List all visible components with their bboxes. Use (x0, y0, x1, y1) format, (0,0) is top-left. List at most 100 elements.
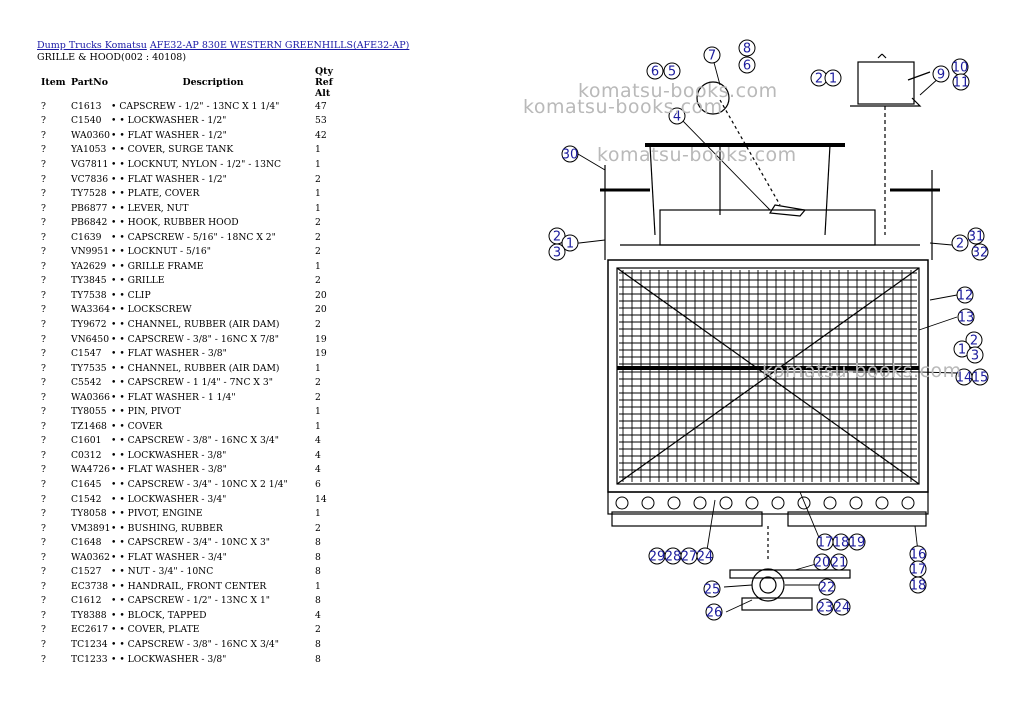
svg-text:12: 12 (957, 289, 974, 304)
item-cell: ? (41, 188, 46, 200)
partno-cell: WA0362 (71, 551, 111, 563)
watermark: komatsu-books.com (597, 144, 797, 166)
description-cell: • • CLIP (111, 289, 151, 301)
description-cell: • CAPSCREW - 1/2" - 13NC X 1 1/4" (111, 100, 280, 112)
item-cell: ? (41, 595, 46, 607)
watermark: komatsu-books.com (578, 80, 778, 102)
svg-text:28: 28 (665, 550, 682, 565)
section-title: GRILLE & HOOD(002 : 40108) (37, 52, 187, 63)
svg-text:2: 2 (815, 72, 823, 87)
svg-text:18: 18 (910, 579, 927, 594)
table-row: ?C0312• • LOCKWASHER - 3/8"4 (37, 448, 339, 463)
table-row: ? TY7535 • • CHANNEL, RUBBER (AIR DAM) 1 (37, 361, 339, 376)
item-cell: ? (41, 275, 46, 287)
callout-marker: 15 (971, 368, 989, 386)
callout-marker: 25 (703, 580, 721, 598)
qty-cell: 2 (315, 624, 321, 636)
item-cell: ? (41, 362, 46, 374)
qty-cell: 4 (315, 464, 321, 476)
item-cell: ? (41, 115, 46, 127)
parts-table-body: ?C1613• CAPSCREW - 1/2" - 13NC X 1 1/4"4… (37, 99, 339, 666)
table-row: ?C1601• • CAPSCREW - 3/8" - 16NC X 3/4"4 (37, 434, 339, 449)
partno-cell: TY7535 (71, 362, 107, 374)
description-cell: • • CHANNEL, RUBBER (AIR DAM) (111, 362, 280, 374)
svg-text:2: 2 (970, 334, 978, 349)
breadcrumb-link-model[interactable]: AFE32-AP 830E WESTERN GREENHILLS(AFE32-A… (149, 40, 410, 51)
partno-cell: TY8388 (71, 609, 107, 621)
callout-marker: 32 (971, 243, 989, 261)
description-cell: • • GRILLE FRAME (111, 260, 204, 272)
partno-cell: VN6450 (71, 333, 110, 345)
item-cell: ? (41, 217, 46, 229)
svg-text:19: 19 (849, 536, 866, 551)
svg-text:31: 31 (968, 230, 985, 245)
callout-marker: 7 (703, 46, 721, 64)
table-row: ?C1645• • CAPSCREW - 3/4" - 10NC X 2 1/4… (37, 477, 339, 492)
item-cell: ? (41, 478, 46, 490)
partno-cell: C5542 (71, 377, 102, 389)
qty-cell: 1 (315, 202, 321, 214)
table-row: ?C1612• • CAPSCREW - 1/2" - 13NC X 1"8 (37, 594, 339, 609)
description-cell: • • PIN, PIVOT (111, 406, 181, 418)
callout-marker: 12 (956, 286, 974, 304)
qty-cell: 1 (315, 260, 321, 272)
item-cell: ? (41, 246, 46, 258)
svg-text:32: 32 (972, 246, 989, 261)
description-cell: • • PLATE, COVER (111, 188, 200, 200)
qty-cell: 2 (315, 318, 321, 330)
item-cell: ? (41, 406, 46, 418)
callout-marker: 21 (830, 553, 848, 571)
partno-cell: VN9951 (71, 246, 110, 258)
callout-marker: 29 (648, 547, 666, 565)
partno-cell: TY7538 (71, 289, 107, 301)
qty-cell: 19 (315, 348, 327, 360)
header-qty-ref-alt: Qty Ref Alt (315, 66, 333, 99)
item-cell: ? (41, 493, 46, 505)
item-cell: ? (41, 173, 46, 185)
callout-marker: 18 (832, 533, 850, 551)
item-cell: ? (41, 537, 46, 549)
description-cell: • • LOCKWASHER - 3/8" (111, 653, 227, 665)
svg-text:9: 9 (937, 68, 945, 83)
breadcrumb-link-dump-trucks[interactable]: Dump Trucks Komatsu (37, 40, 147, 51)
qty-cell: 1 (315, 362, 321, 374)
table-row: ?WA4726• • FLAT WASHER - 3/8"4 (37, 463, 339, 478)
svg-text:8: 8 (743, 42, 751, 57)
callout-marker: 10 (951, 58, 969, 76)
partno-cell: WA0366 (71, 391, 111, 403)
callout-marker: 2 (810, 69, 828, 87)
description-cell: • • CAPSCREW - 3/8" - 16NC X 3/4" (111, 435, 279, 447)
qty-cell: 1 (315, 406, 321, 418)
description-cell: • • LOCKWASHER - 3/8" (111, 449, 227, 461)
partno-cell: C1527 (71, 566, 102, 578)
qty-cell: 8 (315, 537, 321, 549)
callout-marker: 5 (663, 62, 681, 80)
svg-text:7: 7 (708, 49, 716, 64)
callout-marker: 3 (548, 243, 566, 261)
svg-text:6: 6 (651, 65, 659, 80)
table-row: ?VN6450• • CAPSCREW - 3/8" - 16NC X 7/8"… (37, 332, 339, 347)
description-cell: • • CAPSCREW - 3/4" - 10NC X 2 1/4" (111, 478, 288, 490)
qty-cell: 4 (315, 449, 321, 461)
callout-marker: 13 (957, 308, 975, 326)
qty-cell: 2 (315, 391, 321, 403)
svg-text:2: 2 (553, 230, 561, 245)
description-cell: • • CHANNEL, RUBBER (AIR DAM) (111, 318, 280, 330)
svg-text:16: 16 (910, 548, 927, 563)
callout-marker: 24 (696, 547, 714, 565)
table-row: ?C1639• • CAPSCREW - 5/16" - 18NC X 2"2 (37, 230, 339, 245)
callout-marker: 31 (967, 227, 985, 245)
item-cell: ? (41, 522, 46, 534)
item-cell: ? (41, 144, 46, 156)
qty-cell: 53 (315, 115, 327, 127)
partno-cell: TC1233 (71, 653, 108, 665)
qty-cell: 1 (315, 580, 321, 592)
